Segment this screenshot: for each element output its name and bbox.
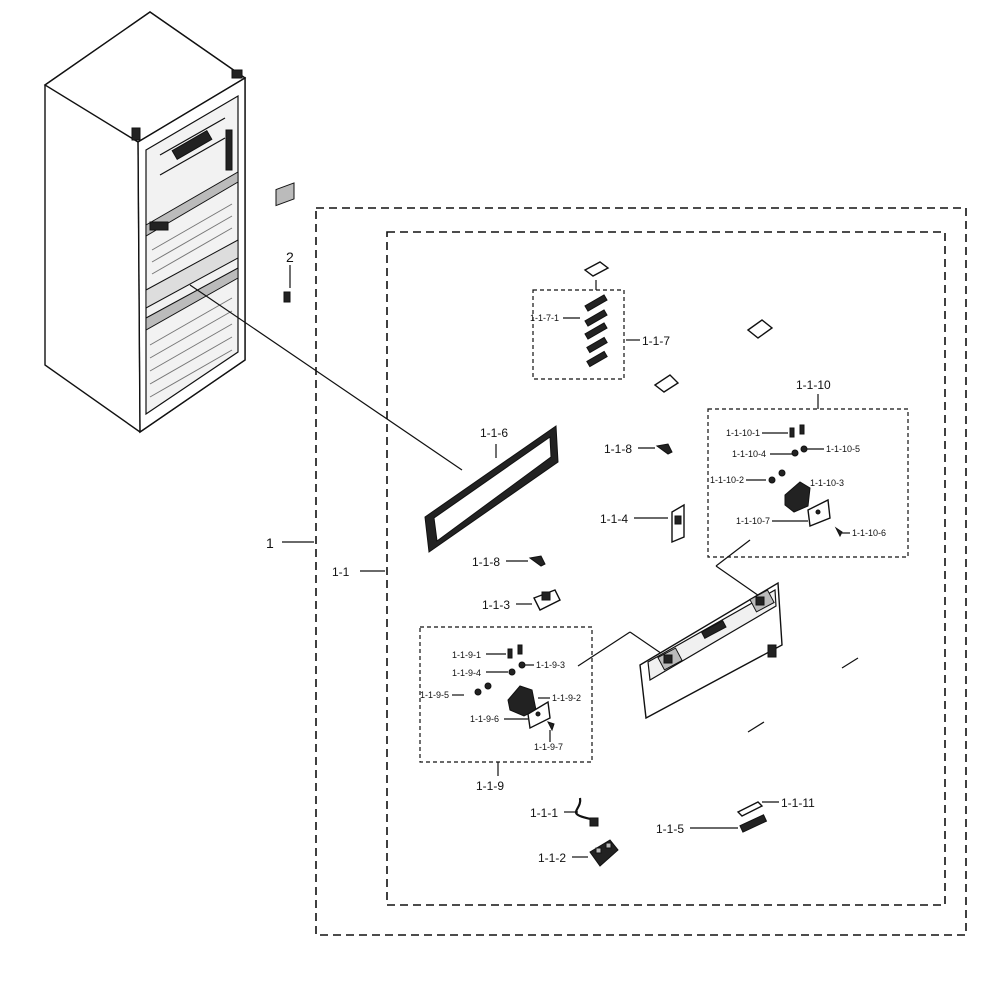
label-1-1-2: 1-1-2 [538, 851, 566, 865]
label-1-1-7-1: 1-1-7-1 [530, 313, 559, 323]
label-1-1-10-6: 1-1-10-6 [852, 528, 886, 538]
label-1-1-1: 1-1-1 [530, 806, 558, 820]
label-1: 1 [266, 535, 274, 551]
label-1-1-10-5: 1-1-10-5 [826, 444, 860, 454]
bracket-part-icon [533, 589, 561, 611]
label-1-1-10-4: 1-1-10-4 [732, 449, 766, 459]
label-1-1-10-2: 1-1-10-2 [710, 475, 744, 485]
hinge-part-icon [507, 685, 551, 730]
label-1-1-9-5: 1-1-9-5 [420, 690, 449, 700]
label-1-1-9: 1-1-9 [476, 779, 504, 793]
cap-part-icon [746, 319, 774, 339]
clip-parts-icon [583, 261, 610, 368]
label-1-1-7: 1-1-7 [642, 334, 670, 348]
label-1-1-9-6: 1-1-9-6 [470, 714, 499, 724]
strip-part-icon [739, 814, 768, 833]
sensor-part-icon [589, 839, 619, 867]
label-1-1-9-4: 1-1-9-4 [452, 668, 481, 678]
freezer-door-icon [639, 581, 783, 720]
pin-part-icon [528, 555, 546, 567]
label-1-1-5: 1-1-5 [656, 822, 684, 836]
label-1-1-6: 1-1-6 [480, 426, 508, 440]
label-1-1-4: 1-1-4 [600, 512, 628, 526]
label-2: 2 [286, 249, 294, 265]
label-1-1-10-1: 1-1-10-1 [726, 428, 760, 438]
label-1-1-8-top: 1-1-8 [604, 442, 632, 456]
refrigerator-cabinet-icon [43, 11, 247, 434]
label-1-1-11: 1-1-11 [781, 796, 815, 810]
cap-part-icon [653, 374, 680, 393]
label-1-1-9-7: 1-1-9-7 [534, 742, 563, 752]
assembly-1-1-box [386, 231, 946, 906]
group-1-1-7-box [532, 289, 625, 380]
label-1-1: 1-1 [332, 565, 350, 579]
gasket-part-icon [424, 425, 559, 553]
assembly-1-box [315, 207, 967, 936]
label-1-1-10-3: 1-1-10-3 [810, 478, 844, 488]
label-1-1-3: 1-1-3 [482, 598, 510, 612]
label-1-1-9-1: 1-1-9-1 [452, 650, 481, 660]
pin-part-icon [655, 443, 673, 455]
hinge-part-icon [784, 481, 831, 527]
strip-part-icon [736, 801, 764, 817]
label-1-1-10-7: 1-1-10-7 [736, 516, 770, 526]
label-1-1-9-2: 1-1-9-2 [552, 693, 581, 703]
bracket-part-icon [275, 182, 295, 303]
hinge-part-icon [671, 503, 685, 544]
label-1-1-10: 1-1-10 [796, 378, 831, 392]
group-1-1-10-box [707, 408, 909, 558]
group-1-1-9-box [419, 626, 593, 763]
label-1-1-8-bottom: 1-1-8 [472, 555, 500, 569]
label-1-1-9-3: 1-1-9-3 [536, 660, 565, 670]
